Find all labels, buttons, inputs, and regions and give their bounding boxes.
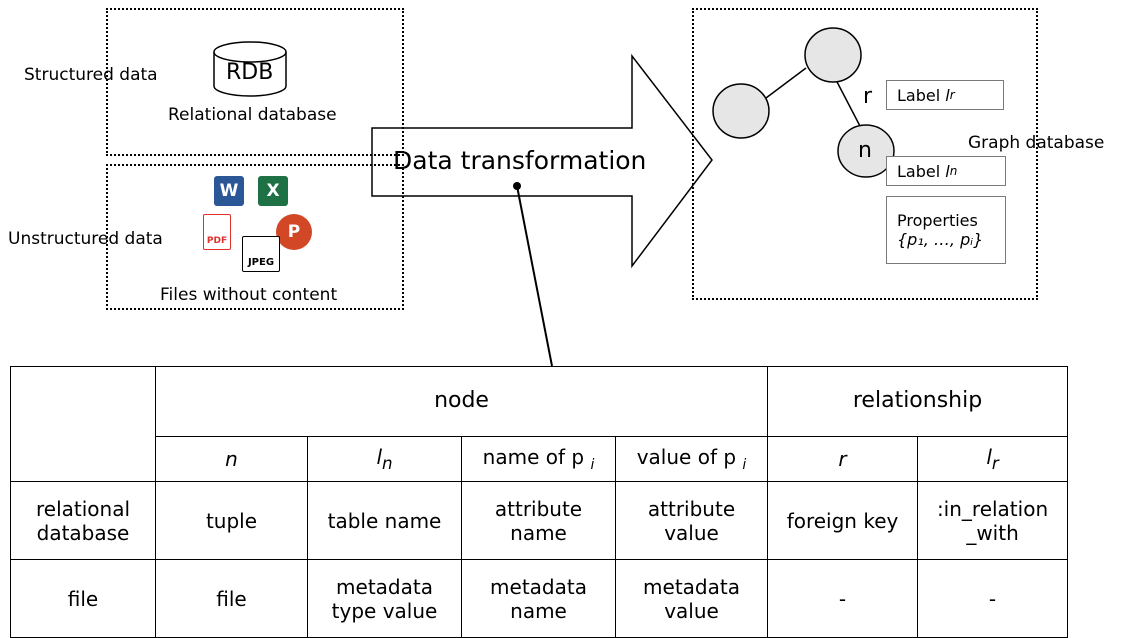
sub-header-r: r [767,436,919,482]
node-group-header: node [154,366,769,437]
table-cell: foreign key [767,481,919,560]
sub-header-value-of-pi: value of p i [614,436,769,482]
excel-icon: X [258,176,288,206]
label-r-var: l [945,85,950,105]
mapping-table: node relationship n ln name of p i value… [10,366,1069,638]
rdb-caption: Relational database [168,105,337,125]
graph-database-label: Graph database [968,133,1105,153]
relationship-letter: r [863,84,873,109]
table-cell: - [767,559,919,638]
sub-header-ln: ln [307,436,462,482]
label-r-sub: r [949,88,955,102]
table-group-header-row: node relationship [10,366,1069,482]
table-row: relational database tuple table name att… [10,481,1069,560]
word-icon: W [214,176,244,206]
rdb-cylinder-icon [213,41,287,97]
table-cell: metadata name [461,559,616,638]
table-cell: - [917,559,1069,638]
structured-data-region [106,8,404,156]
label-n-prefix: Label [897,161,946,181]
pdf-icon: PDF [203,214,231,250]
table-cell: table name [307,481,462,560]
graph-node-left [712,83,770,139]
properties-set: {p₁, …, pᵢ} [897,230,984,249]
properties-title: Properties [897,211,978,230]
table-sub-header-row: n ln name of p i value of p i r lr [11,436,1069,482]
label-n-sub: n [949,164,958,178]
connector-dot [513,182,521,190]
table-cell: attribute name [461,481,616,560]
graph-edge-left [765,67,807,99]
graph-node-n [837,124,895,178]
sub-header-n: n [155,436,308,482]
table-cell: metadata value [614,559,769,638]
files-caption: Files without content [160,285,338,305]
rdb-text: RDB [226,60,274,85]
table-cell: tuple [155,481,308,560]
label-r-prefix: Label [897,85,946,105]
node-letter: n [858,138,872,163]
table-cell: :in_relation _with [917,481,1069,560]
graph-database-region [692,8,1038,300]
row-label: relational database [10,481,156,560]
jpeg-icon: JPEG [242,236,280,272]
row-label: file [10,559,156,638]
table-row: file file metadata type value metadata n… [10,559,1069,638]
graph-node-top [804,27,862,83]
structured-data-label: Structured data [24,65,158,85]
properties-box: Properties {p₁, …, pᵢ} [886,196,1006,264]
table-corner-cell [10,366,156,482]
powerpoint-icon: P [276,214,312,250]
sub-header-lr: lr [917,436,1069,482]
transformation-arrow [371,53,713,269]
data-transformation-label: Data transformation [393,146,647,175]
label-n-var: l [945,161,950,181]
unstructured-data-label: Unstructured data [8,229,163,249]
graph-edge-relationship [834,77,862,129]
table-cell: file [155,559,308,638]
relationship-group-header: relationship [767,366,1069,437]
arrow-to-table-connector [516,185,553,367]
unstructured-data-region [106,164,404,310]
table-cell: metadata type value [307,559,462,638]
table-cell: attribute value [614,481,769,560]
sub-header-name-of-pi: name of p i [461,436,616,482]
